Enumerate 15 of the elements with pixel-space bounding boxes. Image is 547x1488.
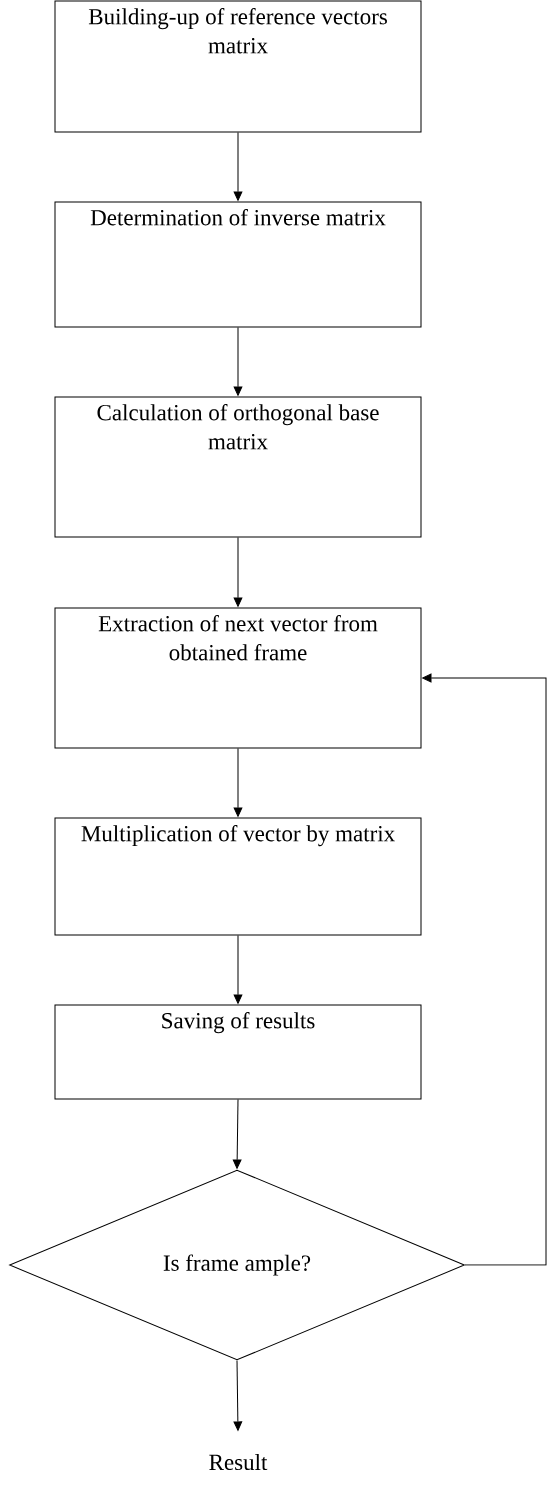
arrow (233, 1360, 243, 1431)
process-box: Multiplication of vector by matrix (54, 817, 422, 936)
result-label: Result (209, 1453, 268, 1471)
process-box: Calculation of orthogonal base matrix (54, 396, 422, 538)
arrow (233, 327, 243, 396)
arrow (232, 1099, 242, 1169)
process-box: Building-up of reference vectors matrix (54, 0, 422, 133)
process-box: Extraction of next vector from obtained frame (54, 607, 422, 749)
arrow (233, 537, 243, 607)
arrow (233, 748, 243, 817)
arrow (422, 673, 547, 1266)
arrow (233, 935, 243, 1004)
process-box: Determination of inverse matrix (54, 201, 422, 328)
arrow (233, 132, 243, 201)
process-box: Saving of results (54, 1004, 422, 1100)
